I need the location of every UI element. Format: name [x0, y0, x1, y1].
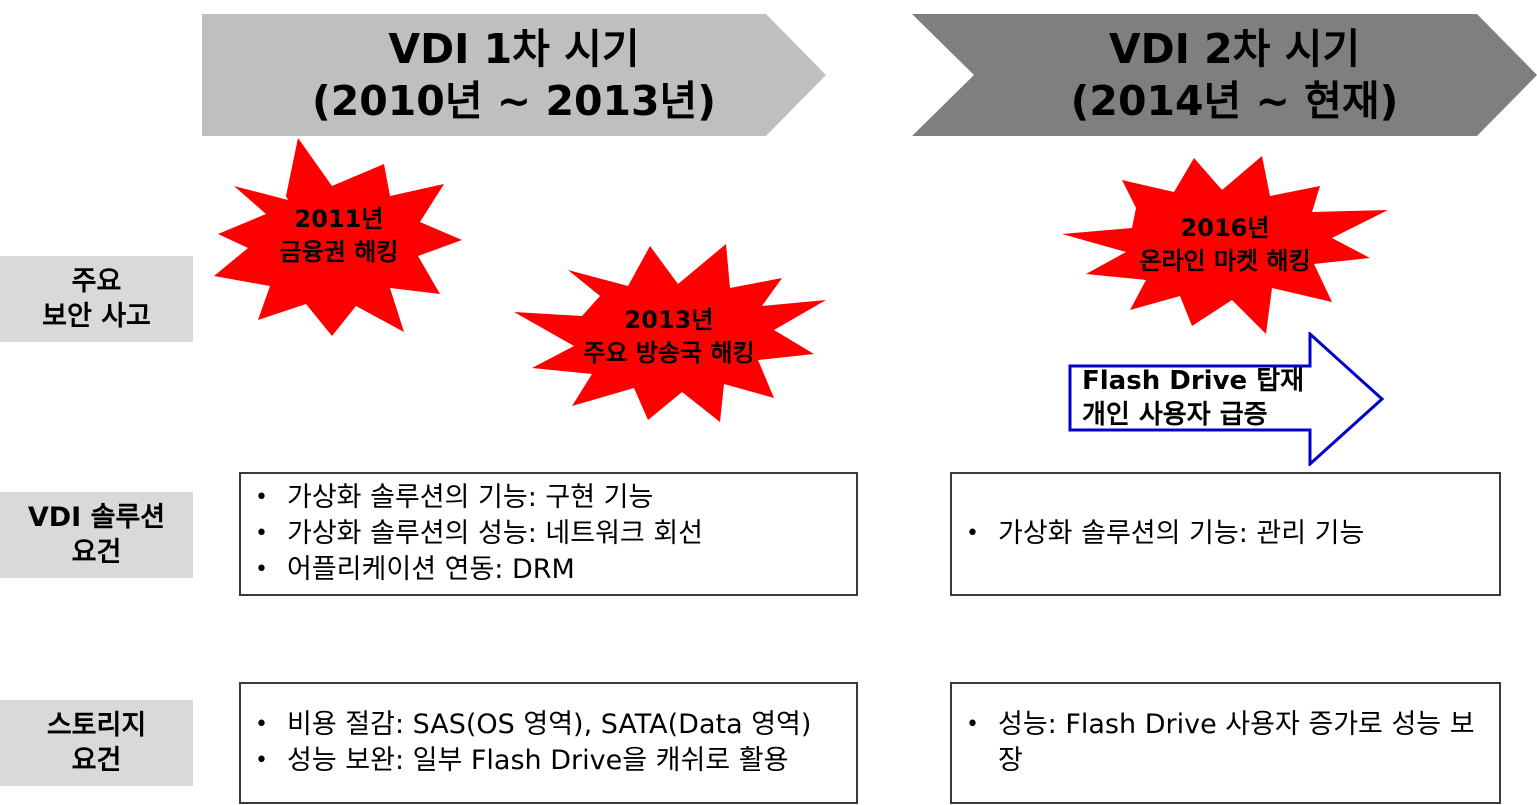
incident-year: 2013년	[624, 306, 714, 334]
burst-shape	[514, 244, 826, 422]
period-1-arrow-shape	[202, 14, 826, 136]
requirement-item: 가상화 솔루션의 기능: 구현 기능	[255, 480, 856, 516]
requirement-item: 가상화 솔루션의 성능: 네트워크 회선	[255, 516, 856, 552]
incident-year: 2016년	[1180, 214, 1270, 242]
requirement-item: 비용 절감: SAS(OS 영역), SATA(Data 영역)	[255, 707, 856, 743]
row-label-incidents-line1: 주요	[71, 266, 122, 297]
flash-note-line1: Flash Drive 탑재	[1082, 366, 1305, 396]
flash-note-line2: 개인 사용자 급증	[1082, 400, 1268, 430]
row-label-incidents-line2: 보안 사고	[42, 301, 151, 332]
storage-requirements-period-1: 비용 절감: SAS(OS 영역), SATA(Data 영역) 성능 보완: …	[239, 682, 858, 804]
row-label-vdi: VDI 솔루션 요건	[0, 492, 193, 578]
incident-event: 금융권 해킹	[279, 238, 399, 266]
requirement-item: 가상화 솔루션의 기능: 관리 기능	[966, 516, 1499, 552]
requirement-list: 가상화 솔루션의 기능: 구현 기능 가상화 솔루션의 성능: 네트워크 회선 …	[255, 480, 856, 588]
vdi-requirements-period-2: 가상화 솔루션의 기능: 관리 기능	[950, 472, 1501, 596]
requirement-list: 가상화 솔루션의 기능: 관리 기능	[966, 516, 1499, 552]
period-2-title: VDI 2차 시기	[1108, 25, 1361, 73]
period-1-header: VDI 1차 시기 (2010년 ~ 2013년)	[202, 14, 826, 136]
requirement-list: 비용 절감: SAS(OS 영역), SATA(Data 영역) 성능 보완: …	[255, 707, 856, 779]
requirement-item: 성능 보완: 일부 Flash Drive을 캐쉬로 활용	[255, 743, 856, 779]
incident-burst-2016: 2016년 온라인 마켓 해킹	[1062, 156, 1388, 334]
requirement-item: 어플리케이션 연동: DRM	[255, 552, 856, 588]
vdi-requirements-period-1: 가상화 솔루션의 기능: 구현 기능 가상화 솔루션의 성능: 네트워크 회선 …	[239, 472, 858, 596]
row-label-incidents: 주요 보안 사고	[0, 256, 193, 342]
row-label-vdi-line2: 요건	[71, 537, 122, 568]
row-label-vdi-line1: VDI 솔루션	[27, 502, 166, 533]
period-1-range: (2010년 ~ 2013년)	[311, 77, 717, 125]
incident-event: 주요 방송국 해킹	[583, 339, 755, 367]
incident-event: 온라인 마켓 해킹	[1139, 247, 1311, 275]
requirement-list: 성능: Flash Drive 사용자 증가로 성능 보장	[966, 707, 1499, 779]
period-2-arrow-shape	[912, 14, 1537, 136]
period-1-title: VDI 1차 시기	[388, 25, 640, 73]
incident-year: 2011년	[294, 205, 384, 233]
row-label-storage: 스토리지 요건	[0, 700, 193, 786]
flash-drive-arrow: Flash Drive 탑재 개인 사용자 급증	[1068, 332, 1384, 466]
period-2-range: (2014년 ~ 현재)	[1070, 77, 1399, 125]
storage-requirements-period-2: 성능: Flash Drive 사용자 증가로 성능 보장	[950, 682, 1501, 804]
right-arrow-shape	[1068, 332, 1384, 466]
incident-burst-2011: 2011년 금융권 해킹	[214, 136, 464, 336]
requirement-item: 성능: Flash Drive 사용자 증가로 성능 보장	[966, 707, 1499, 779]
burst-shape	[1062, 156, 1388, 334]
row-label-storage-line2: 요건	[71, 745, 122, 776]
burst-shape	[214, 138, 462, 336]
row-label-storage-line1: 스토리지	[46, 710, 147, 741]
incident-burst-2013: 2013년 주요 방송국 해킹	[512, 242, 826, 422]
period-2-header: VDI 2차 시기 (2014년 ~ 현재)	[912, 14, 1537, 136]
